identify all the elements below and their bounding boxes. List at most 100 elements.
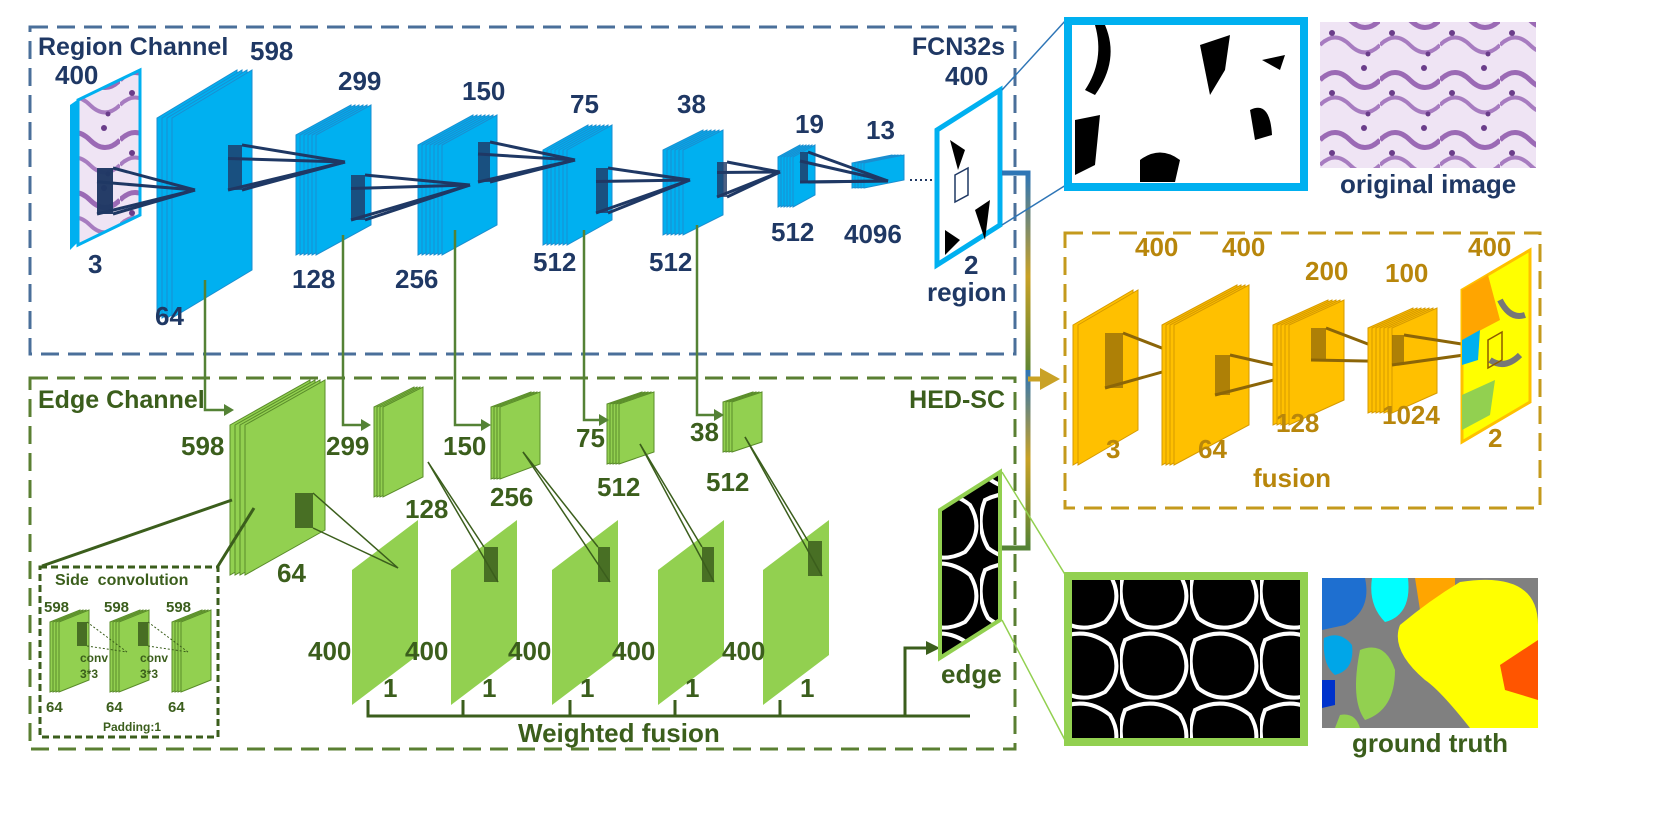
region-layer-size-7: 13	[866, 115, 895, 145]
side-output-channels-2: 1	[482, 673, 496, 703]
side-link-1-b	[312, 527, 399, 569]
region-channel-title: Region Channel	[38, 33, 228, 61]
side-output-map-1	[352, 520, 418, 705]
side-conv-kernel-1	[77, 622, 87, 646]
side-convolution-title: Side convolution	[55, 572, 188, 589]
region-link-5-4	[595, 178, 691, 215]
edge-layer-channels-2: 128	[405, 494, 448, 524]
region-link-7-1	[807, 150, 889, 183]
side-conv-op-1: conv	[80, 651, 108, 665]
fusion-layer-channels-2: 64	[1198, 434, 1227, 464]
region-channel-model: FCN32s	[912, 33, 1005, 61]
side-output-size-4: 400	[612, 636, 655, 666]
side-link-4-a	[639, 443, 703, 548]
side-conv-link-2-b	[147, 645, 189, 653]
edge-channel-box	[28, 376, 1017, 751]
side-output-channels-4: 1	[685, 673, 699, 703]
fusion-kernel-3	[1311, 328, 1326, 360]
fusion-kernel-2	[1215, 355, 1230, 395]
side-link-4-b	[639, 443, 715, 583]
fusion-layer-size-2: 400	[1222, 232, 1265, 262]
region-layer-size-4: 75	[570, 89, 599, 119]
region-link-3-3	[350, 183, 471, 190]
region-link-5-1	[607, 166, 691, 182]
fusion-feature-map-2	[1161, 284, 1250, 466]
side-kernel-3	[598, 547, 610, 582]
region-kernel-7	[800, 152, 808, 182]
region-output-map	[934, 85, 1003, 270]
side-conv-channels-1: 64	[46, 699, 63, 716]
side-output-map-2	[451, 520, 517, 705]
fusion-output-map	[1460, 247, 1532, 445]
side-output-size-1: 400	[308, 636, 351, 666]
side-conv-link-2-a	[147, 621, 189, 653]
region-link-2-3	[227, 157, 346, 164]
region-layer-size-1: 598	[250, 36, 293, 66]
weighted-fusion-arrowhead	[926, 641, 940, 655]
region-link-7-4	[799, 179, 889, 184]
side-conv-link-1-b	[86, 645, 128, 653]
weighted-fusion-label: Weighted fusion	[518, 718, 720, 748]
side-output-size-5: 400	[722, 636, 765, 666]
region-kernel-1	[97, 168, 113, 214]
side-conv-kernel-size-1: 3*3	[80, 667, 98, 681]
region-kernel-6	[717, 162, 727, 197]
fusion-kernel-1	[1105, 333, 1123, 388]
region-link-3-1	[364, 173, 471, 187]
region-layer-channels-7: 4096	[844, 219, 902, 249]
region-output-size: 400	[945, 61, 988, 91]
region-layer-size-3: 150	[462, 76, 505, 106]
edge-output-label: edge	[941, 659, 1002, 689]
side-conv-map-3	[171, 609, 212, 693]
edge-layer-channels-3: 256	[490, 482, 533, 512]
edge-layer-channels-1: 64	[277, 558, 306, 588]
region-layer-channels-2: 128	[292, 264, 335, 294]
region-feature-map-4	[542, 124, 613, 246]
side-conv-zoom-line-1	[41, 498, 233, 568]
branch-merge	[1002, 170, 1042, 551]
edge-layer-size-2: 299	[326, 431, 369, 461]
edge-layer-channels-5: 512	[706, 467, 749, 497]
region-kernel-3	[351, 175, 365, 220]
region-feature-map-5	[662, 129, 724, 236]
fusion-layer-channels-3: 128	[1276, 408, 1319, 438]
side-link-2-b	[427, 461, 499, 583]
side-conv-link-1-a	[86, 621, 128, 653]
fusion-layer-channels-4: 1024	[1382, 400, 1440, 430]
edge-layer-channels-4: 512	[597, 472, 640, 502]
region-link-6-1	[726, 160, 781, 174]
fusion-layer-size-3: 200	[1305, 256, 1348, 286]
side-kernel-1	[295, 493, 313, 528]
region-to-edge-arrowheads	[224, 404, 724, 431]
fusion-title: fusion	[1253, 463, 1331, 493]
edge-feature-map-2	[373, 386, 424, 498]
edge-zoom	[1001, 471, 1308, 746]
side-link-1-a	[312, 492, 399, 569]
region-layer-size-5: 38	[677, 89, 706, 119]
ground-truth-caption: ground truth	[1352, 728, 1508, 758]
side-conv-size-3: 598	[166, 599, 191, 616]
side-link-2-a	[427, 461, 485, 548]
region-link-1-1	[112, 166, 196, 192]
region-layer-channels-4: 512	[533, 247, 576, 277]
side-output-size-2: 400	[405, 636, 448, 666]
region-feature-map-6	[777, 144, 816, 208]
fusion-layer-channels-1: 3	[1106, 434, 1120, 464]
ground-truth-image	[1322, 578, 1538, 728]
fusion-layer-size-1: 400	[1135, 232, 1178, 262]
region-zoom	[1001, 17, 1308, 226]
fusion-feature-map-3	[1272, 299, 1345, 426]
side-kernel-2	[484, 547, 498, 582]
region-layer-channels-5: 512	[649, 247, 692, 277]
region-layer-channels-6: 512	[771, 217, 814, 247]
side-kernel-4	[702, 547, 714, 582]
region-link-7-3	[799, 159, 889, 183]
side-output-channels-5: 1	[800, 673, 814, 703]
region-link-5-3	[595, 178, 691, 183]
original-image	[1320, 22, 1536, 168]
side-conv-size-1: 598	[44, 599, 69, 616]
edge-feature-map-5	[722, 391, 763, 453]
region-link-4-4	[477, 158, 576, 184]
region-link-6-4	[716, 170, 781, 199]
